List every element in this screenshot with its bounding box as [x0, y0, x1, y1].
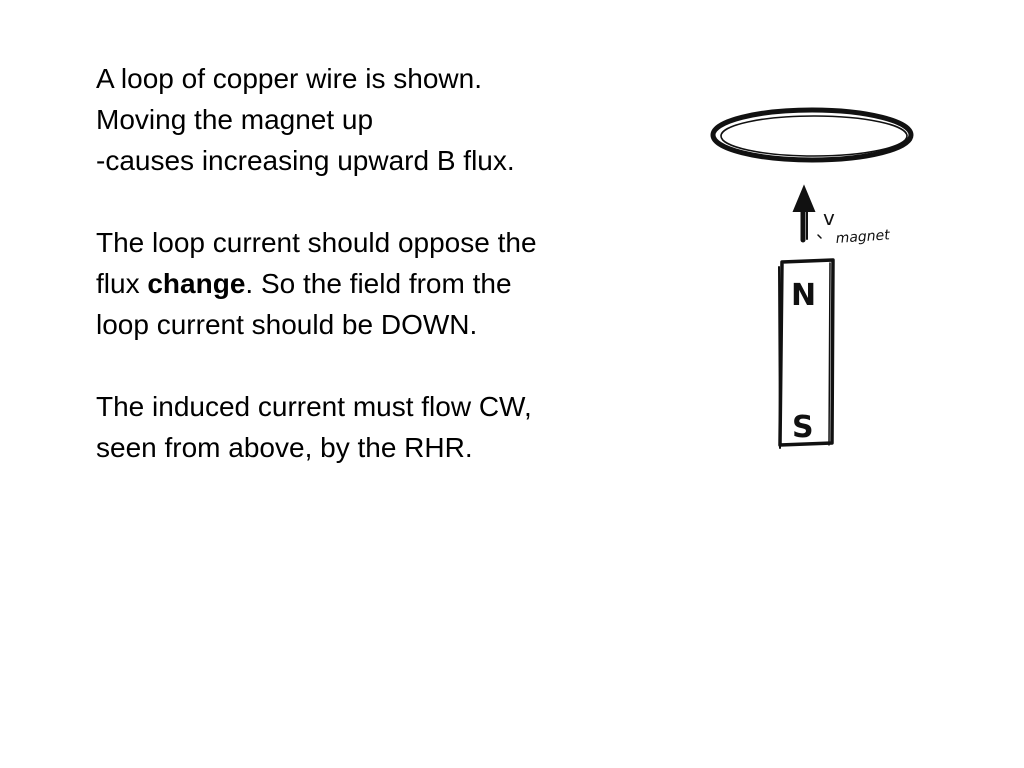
magnet-loop-sketch: v magnet N S	[710, 107, 914, 449]
wire-loop	[710, 107, 914, 163]
oppose-line-1: The loop current should oppose the	[96, 227, 537, 258]
velocity-subscript: magnet	[835, 227, 891, 247]
velocity-label: v	[823, 206, 835, 230]
conclusion-line-2: seen from above, by the RHR.	[96, 432, 473, 463]
south-pole-label: S	[792, 410, 814, 445]
intro-paragraph: A loop of copper wire is shown. Moving t…	[96, 58, 656, 181]
oppose-line-3: loop current should be DOWN.	[96, 309, 478, 340]
oppose-line-2-start: flux	[96, 268, 148, 299]
velocity-arrow	[792, 184, 822, 243]
oppose-line-2: flux change. So the field from the	[96, 263, 656, 304]
slide-text: A loop of copper wire is shown. Moving t…	[96, 58, 656, 468]
intro-line-1: A loop of copper wire is shown.	[96, 63, 482, 94]
emphasis-change: change	[147, 268, 246, 299]
intro-line-3: -causes increasing upward B flux.	[96, 145, 515, 176]
conclusion-paragraph: The induced current must flow CW, seen f…	[96, 386, 656, 468]
bar-magnet	[778, 258, 835, 449]
oppose-paragraph: The loop current should oppose the flux …	[96, 222, 656, 345]
intro-line-2: Moving the magnet up	[96, 104, 374, 135]
oppose-line-2-end: . So the field from the	[245, 268, 512, 299]
conclusion-line-1: The induced current must flow CW,	[96, 391, 532, 422]
north-pole-label: N	[791, 278, 816, 313]
